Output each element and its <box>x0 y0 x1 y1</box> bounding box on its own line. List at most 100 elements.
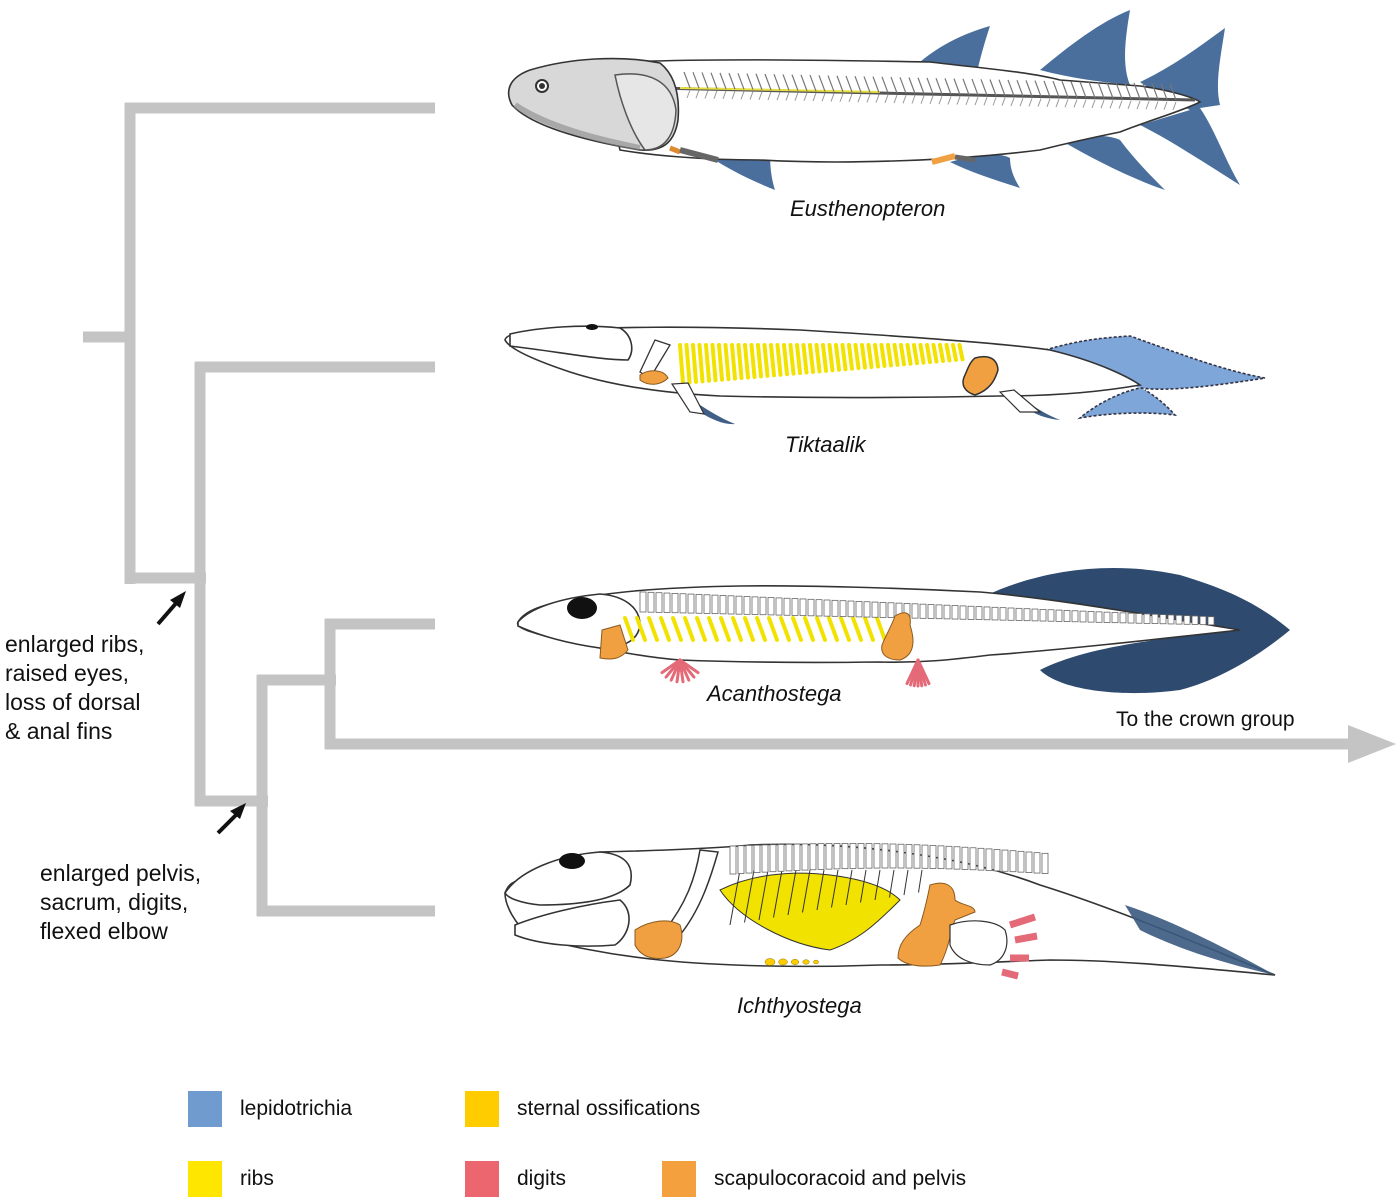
node1-synapomorphies: enlarged ribs, raised eyes, loss of dors… <box>5 630 144 746</box>
neural-spine <box>854 75 862 93</box>
ichthyostega-ribs <box>729 869 923 926</box>
haemal-spine <box>686 89 691 99</box>
rib <box>892 343 900 367</box>
rib <box>808 343 815 374</box>
haemal-spine <box>695 90 700 99</box>
vertebra <box>961 846 969 870</box>
vertebra <box>751 596 759 615</box>
acanthostega-pelvis <box>881 612 914 661</box>
vertebra <box>1047 609 1055 622</box>
neural-spine <box>1151 83 1159 100</box>
haemal-spine <box>956 96 961 105</box>
eusthenopteron-neural-spines <box>683 71 1177 111</box>
haemal-spine <box>1109 100 1114 109</box>
ichthyostega-sternal-ossifications <box>764 958 819 966</box>
vertebra <box>993 849 1001 872</box>
rib <box>875 616 887 642</box>
vertebra <box>831 599 839 617</box>
vertebra <box>777 844 785 872</box>
eusthenopteron-second-dorsal-fin <box>1040 10 1130 85</box>
vertebra <box>695 594 703 614</box>
haemal-spine <box>758 91 763 100</box>
vertebra <box>841 843 849 870</box>
rib <box>839 616 851 642</box>
vertebra <box>935 604 943 620</box>
haemal-spine <box>1172 101 1177 111</box>
legend-label: sternal ossifications <box>517 1097 701 1120</box>
rib <box>755 616 767 642</box>
legend-label: scapulocoracoid and pelvis <box>714 1167 967 1190</box>
rib <box>710 343 718 383</box>
legend-item-ribs: ribs <box>188 1161 274 1197</box>
neural-spine <box>917 77 925 94</box>
vertebra <box>1199 615 1207 626</box>
haemal-spine <box>1028 98 1033 107</box>
haemal-spine <box>821 93 826 102</box>
rib <box>697 343 705 384</box>
rib <box>659 616 671 642</box>
neural-spine <box>800 74 808 92</box>
vertebra <box>1033 852 1041 874</box>
vertebra <box>647 591 655 613</box>
vertebra <box>913 844 921 869</box>
vertebra <box>983 606 991 621</box>
rib <box>866 343 874 370</box>
vertebra <box>671 592 679 614</box>
eusthenopteron-jaw-shading <box>513 102 641 151</box>
neural-spine <box>1070 81 1078 98</box>
neural-spine <box>998 79 1006 96</box>
haemal-spine <box>1136 100 1141 110</box>
vertebra <box>1175 614 1183 625</box>
rib <box>944 343 952 363</box>
rib <box>788 343 796 376</box>
eusthenopteron-body <box>599 59 1202 163</box>
haemal-spine <box>830 93 835 102</box>
vertebra <box>1025 851 1033 873</box>
neural-spine <box>980 79 988 96</box>
vertebra <box>1071 610 1079 623</box>
haemal-spine <box>740 91 745 100</box>
neural-spine <box>827 75 835 92</box>
neural-spine <box>1025 80 1033 97</box>
rib <box>827 343 835 373</box>
ichthyostega-hindlimb-digits <box>1001 913 1038 980</box>
rib <box>951 343 958 362</box>
tiktaalik-eye <box>586 324 598 330</box>
vertebra <box>1001 849 1009 872</box>
rib <box>683 616 695 642</box>
eusthenopteron-pectoral-girdle <box>669 145 681 155</box>
digit <box>660 658 682 675</box>
eusthenopteron-operculum <box>614 73 677 151</box>
haemal-spine <box>776 92 781 101</box>
vertebra <box>1151 613 1159 624</box>
rib <box>801 343 809 375</box>
sternal-ossification <box>764 958 776 966</box>
haemal-spine <box>1010 97 1015 107</box>
rib-line <box>773 869 783 918</box>
rib <box>767 616 779 642</box>
ichthyostega-rib-cage <box>719 872 901 951</box>
neural-spine <box>953 78 961 95</box>
vertebra <box>863 601 871 618</box>
vertebra <box>1055 609 1063 622</box>
rib <box>707 616 719 642</box>
rib <box>779 616 791 642</box>
vertebra <box>775 597 783 616</box>
haemal-spine <box>731 90 736 100</box>
haemal-spine <box>812 92 817 102</box>
vertebra <box>703 594 711 614</box>
digit <box>1014 932 1038 944</box>
node1-line: loss of dorsal <box>5 689 141 715</box>
vertebra <box>865 843 873 869</box>
haemal-spine <box>1145 101 1150 110</box>
vertebra <box>1127 612 1135 624</box>
vertebra <box>945 845 953 870</box>
acanthostega-vertebrae <box>639 591 1215 626</box>
rib <box>635 616 647 642</box>
rib <box>782 343 789 377</box>
rib <box>791 616 803 642</box>
vertebra <box>839 600 847 617</box>
vertebra <box>759 596 767 616</box>
rib <box>938 343 945 363</box>
acanthostega-hindlimb-digits <box>905 658 931 688</box>
